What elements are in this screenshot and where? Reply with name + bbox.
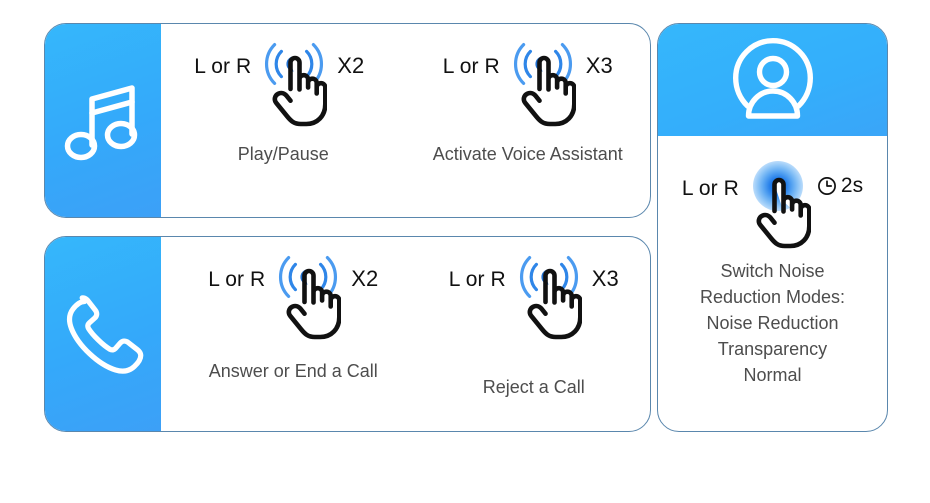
gesture-row: L or R X2	[208, 251, 378, 347]
action-reject-call: L or R X3	[406, 251, 651, 399]
description-line: Transparency	[717, 339, 828, 360]
description-line: Switch Noise	[720, 261, 825, 281]
tap-hold-gesture-icon	[745, 160, 811, 252]
tap-count-label: X3	[585, 53, 613, 78]
music-note-icon	[64, 79, 142, 163]
call-controls-card: L or R X2	[44, 236, 651, 432]
tap-count-label: X3	[591, 266, 619, 291]
noise-control-description: Switch Noise Reduction Modes: Noise Redu…	[692, 258, 853, 388]
call-category-panel	[45, 237, 161, 431]
tap-count-label: X2	[337, 53, 365, 78]
clock-icon	[817, 176, 837, 196]
earbud-side-label: L or R	[194, 55, 252, 78]
action-label: Play/Pause	[237, 144, 329, 164]
gesture-row: L or R X3	[443, 38, 613, 134]
call-action-list: L or R X2	[161, 237, 650, 431]
earbud-side-label: L or R	[442, 55, 500, 78]
gesture-row: L or R	[194, 38, 364, 134]
person-in-circle-icon	[727, 34, 819, 127]
phone-handset-icon	[60, 291, 146, 377]
hold-duration-label: 2s	[840, 174, 864, 197]
action-activate-voice-assistant: L or R X3	[406, 38, 651, 166]
tap-gesture-icon	[261, 38, 328, 130]
action-answer-end-call: L or R X2	[161, 251, 406, 383]
action-label: Reject a Call	[482, 377, 585, 397]
description-line: Noise Reduction	[706, 313, 839, 334]
gesture-row: L or R X3	[449, 251, 619, 347]
tap-gesture-icon	[275, 251, 342, 343]
tap-count-label: X2	[351, 266, 379, 291]
earbud-side-label: L or R	[208, 268, 266, 291]
action-label: Answer or End a Call	[208, 361, 378, 381]
action-label: Activate Voice Assistant	[432, 144, 623, 164]
music-action-list: L or R	[161, 24, 650, 217]
noise-control-header	[658, 24, 887, 136]
earbud-side-label: L or R	[681, 177, 739, 200]
earbud-side-label: L or R	[448, 268, 506, 291]
tap-gesture-icon	[510, 38, 576, 130]
tap-gesture-icon	[516, 251, 582, 343]
music-controls-card: L or R	[44, 23, 651, 218]
action-play-pause: L or R	[161, 38, 406, 166]
description-line: Normal	[743, 365, 802, 386]
hold-duration-group: 2s	[817, 160, 863, 198]
noise-control-body: L or R	[658, 136, 887, 388]
description-line: Reduction Modes:	[699, 287, 846, 308]
noise-control-card: L or R	[657, 23, 888, 432]
music-category-panel	[45, 24, 161, 217]
gesture-row: L or R	[682, 160, 863, 252]
